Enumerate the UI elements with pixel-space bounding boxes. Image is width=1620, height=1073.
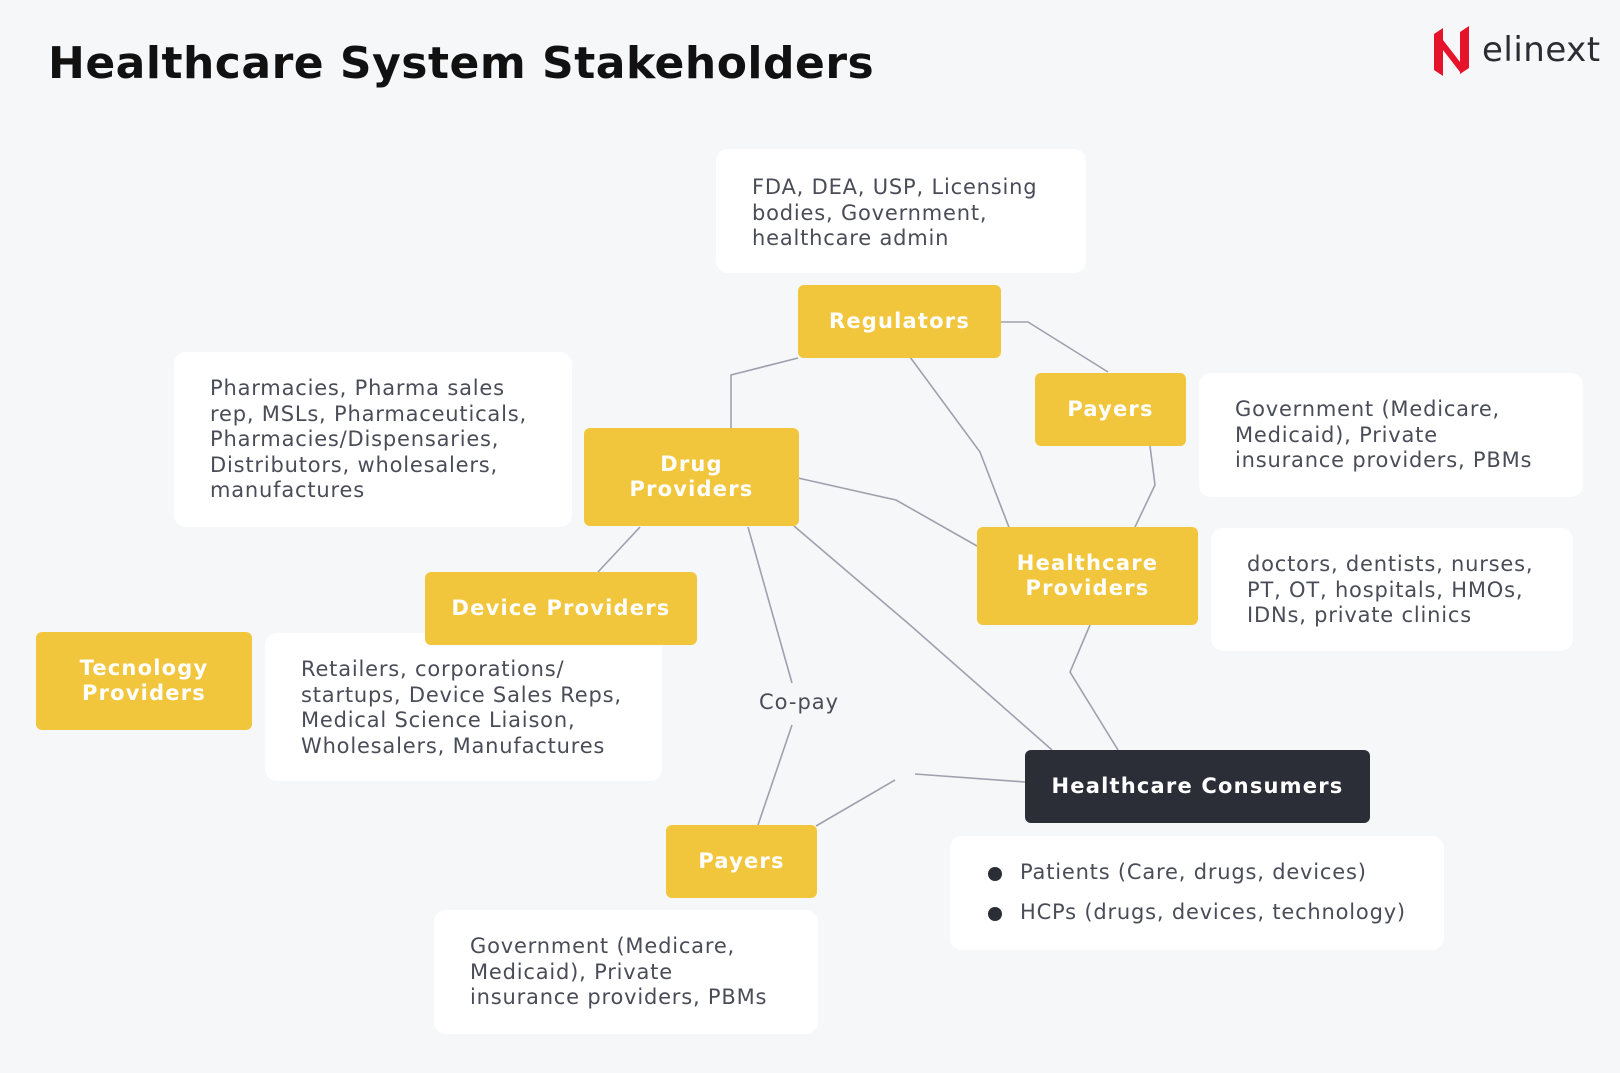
brand-logo: elinext — [1430, 24, 1600, 80]
healthcare-providers-node: Healthcare Providers — [977, 527, 1198, 625]
edge-consumers-left — [914, 773, 1026, 783]
list-item: HCPs (drugs, devices, technology) — [982, 900, 1434, 926]
drug-providers-card: Pharmacies, Pharma sales rep, MSLs, Phar… — [174, 352, 572, 527]
regulators-card: FDA, DEA, USP, Licensing bodies, Governm… — [716, 149, 1086, 273]
copay-label: Co-pay — [759, 690, 840, 714]
elinext-logo-icon — [1434, 26, 1469, 76]
edge-drug-consumers — [793, 525, 1053, 751]
payers-bottom-node: Payers — [666, 825, 817, 898]
device-providers-node: Device Providers — [425, 572, 697, 645]
consumers-list: Patients (Care, drugs, devices) HCPs (dr… — [982, 860, 1434, 925]
payers-right-node: Payers — [1035, 373, 1186, 446]
technology-providers-node: Tecnology Providers — [36, 632, 252, 730]
payers-right-card: Government (Medicare, Medicaid), Private… — [1199, 373, 1583, 497]
edge-drug-healthcare — [797, 477, 978, 547]
edge-regulators-healthcare — [909, 356, 1011, 531]
regulators-node: Regulators — [798, 285, 1001, 358]
edge-copay-payers-bottom — [757, 724, 793, 826]
device-providers-card: Retailers, corporations/ startups, Devic… — [265, 633, 662, 781]
edge-drug-regulators — [730, 357, 799, 428]
payers-bottom-card: Government (Medicare, Medicaid), Private… — [434, 910, 818, 1034]
edge-healthcare-consumers — [1069, 624, 1119, 751]
drug-providers-node: Drug Providers — [584, 428, 799, 526]
page-title: Healthcare System Stakeholders — [48, 38, 875, 89]
edge-drug-device — [597, 526, 641, 573]
brand-name: elinext — [1482, 30, 1601, 70]
healthcare-consumers-node: Healthcare Consumers — [1025, 750, 1370, 823]
consumers-card: Patients (Care, drugs, devices) HCPs (dr… — [950, 836, 1444, 950]
healthcare-providers-card: doctors, dentists, nurses, PT, OT, hospi… — [1211, 528, 1573, 651]
edge-payers-consumers — [815, 779, 896, 827]
edge-payers-healthcare — [1134, 445, 1156, 528]
edge-regulators-payers — [1001, 321, 1109, 373]
list-item: Patients (Care, drugs, devices) — [982, 860, 1434, 886]
edge-drug-payers-copay-top — [747, 526, 793, 684]
